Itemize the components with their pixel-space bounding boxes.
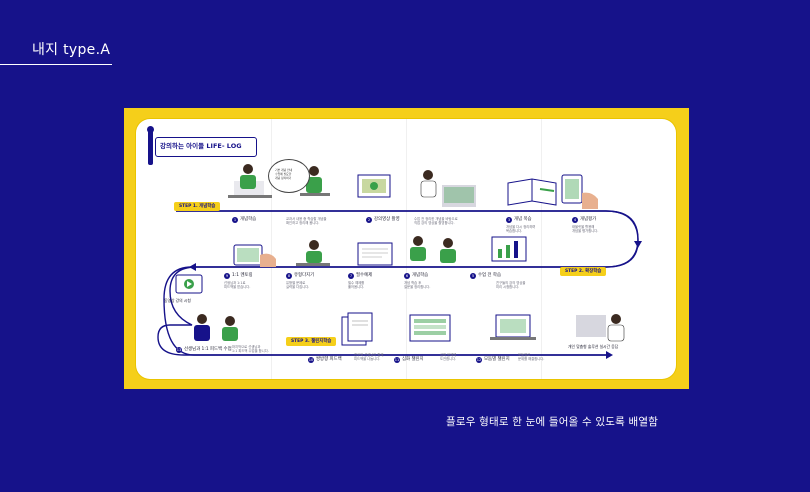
doc-header: 강의하는 아이들 LIFE- LOG (160, 142, 242, 150)
board-chart-illustration (491, 236, 527, 262)
laptop-illustration (490, 314, 536, 340)
step-3-pill: STEP 3. 챌린지학습 (286, 337, 337, 346)
page-title: 내지 type.A (32, 42, 111, 58)
camera-monitor-illustration (357, 174, 391, 198)
student-at-desk-illustration (228, 164, 272, 198)
step-2-pill: STEP 2. 확장학습 (560, 267, 607, 276)
monitor-grid-illustration (409, 314, 451, 342)
fold-line (406, 119, 407, 379)
header-bar (148, 129, 153, 165)
video-note: 동영상 강의 시청 (164, 298, 191, 303)
title-underline (0, 64, 112, 65)
right-note: 개인 맞춤형 솔루션 실시간 응답 (568, 344, 619, 349)
arrow-left-icon (189, 263, 196, 271)
documents-illustration (341, 312, 373, 346)
page-caption: 플로우 형태로 한 눈에 들어올 수 있도록 배열함 (446, 416, 659, 428)
brochure-inner-panel: 강의하는 아이들 LIFE- LOG (136, 119, 676, 379)
tablet-on-desk-illustration (233, 244, 276, 267)
worksheet-illustration (357, 242, 393, 266)
student-thinking-illustration (300, 166, 330, 196)
tablet-hand-illustration (561, 174, 598, 209)
thought-bubble: 기본 개념 안내 수업에 필요한 개념 정리하기 (268, 159, 310, 193)
fold-line (541, 119, 542, 379)
students-studying-illustration (410, 236, 456, 263)
step-1-pill: STEP 1. 개념학습 (174, 202, 221, 211)
book-illustration (507, 178, 557, 206)
fold-line (271, 119, 272, 379)
student-at-monitor-illustration (576, 314, 625, 342)
mentoring-illustration (194, 314, 238, 341)
header-box (155, 137, 257, 157)
student-at-computer-illustration (420, 170, 476, 207)
student-writing-illustration (296, 240, 330, 266)
arrow-right-icon (606, 351, 613, 359)
flow-illustration (157, 164, 642, 359)
video-player-icon (175, 274, 203, 294)
arrow-down-icon (634, 241, 642, 248)
